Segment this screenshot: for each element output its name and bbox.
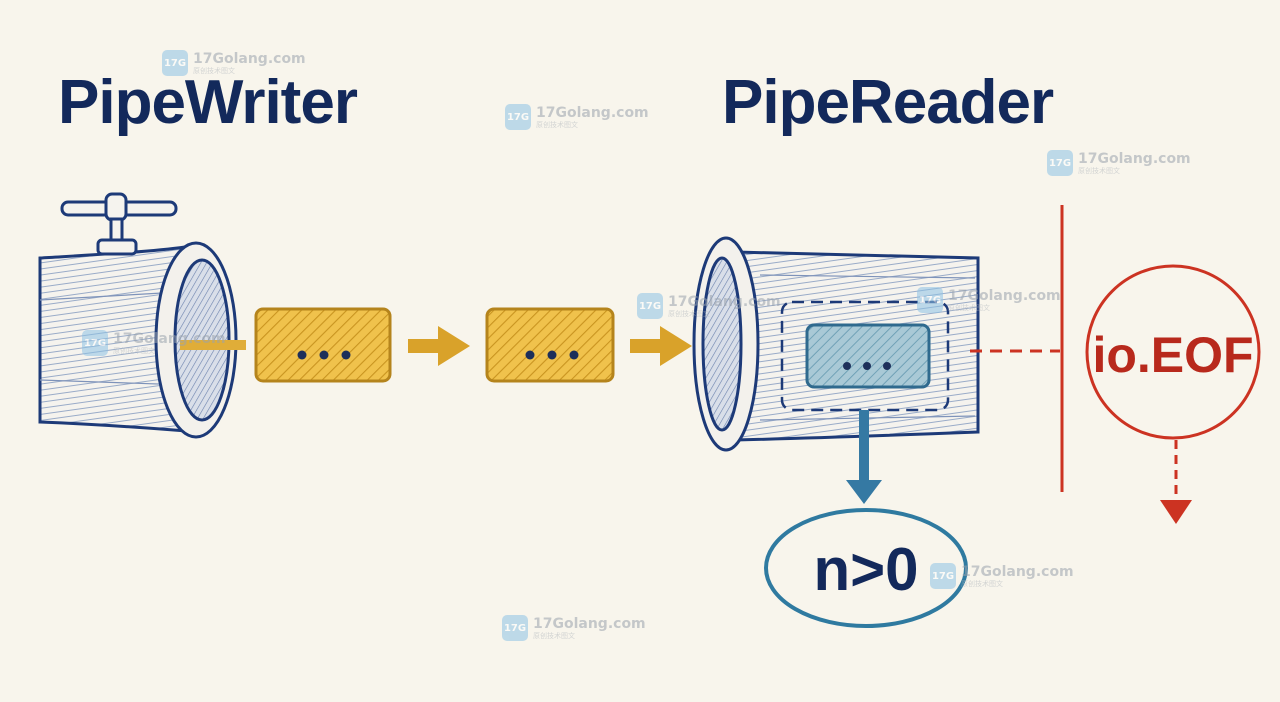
watermark-tagline: 原创技术图文 — [533, 631, 575, 640]
watermark-logo-icon: 17G — [1047, 150, 1073, 176]
watermark: 17G 17Golang.com 原创技术图文 — [82, 330, 226, 356]
watermark: 17G 17Golang.com 原创技术图文 — [502, 615, 646, 641]
watermark-site: 17Golang.com — [193, 50, 306, 67]
watermark-tagline: 原创技术图文 — [193, 66, 235, 75]
watermark-site: 17Golang.com — [948, 287, 1061, 304]
watermark-site: 17Golang.com — [961, 563, 1074, 580]
watermark: 17G 17Golang.com 原创技术图文 — [505, 104, 649, 130]
data-chunk-1 — [254, 307, 392, 383]
arrow-right-icon — [630, 326, 692, 366]
watermark-logo-icon: 17G — [917, 287, 943, 313]
watermark-tagline: 原创技术图文 — [1078, 166, 1120, 175]
watermark-logo-icon: 17G — [505, 104, 531, 130]
watermark: 17G 17Golang.com 原创技术图文 — [637, 293, 781, 319]
watermark-logo-icon: 17G — [930, 563, 956, 589]
arrow-down-icon — [846, 410, 882, 504]
pipewriter-title: PipeWriter — [58, 68, 358, 137]
pipereader-title: PipeReader — [722, 68, 1054, 137]
arrow-down-icon — [1160, 440, 1192, 524]
watermark-tagline: 原创技术图文 — [668, 309, 710, 318]
watermark-site: 17Golang.com — [536, 104, 649, 121]
watermark-logo-icon: 17G — [162, 50, 188, 76]
watermark-site: 17Golang.com — [533, 615, 646, 632]
watermark-site: 17Golang.com — [668, 293, 781, 310]
watermark-logo-icon: 17G — [502, 615, 528, 641]
watermark-tagline: 原创技术图文 — [536, 120, 578, 129]
watermark-site: 17Golang.com — [1078, 150, 1191, 167]
eof-label: io.EOF — [1092, 327, 1253, 383]
watermark: 17G 17Golang.com 原创技术图文 — [917, 287, 1061, 313]
watermark-logo-icon: 17G — [82, 330, 108, 356]
read-chunk — [805, 323, 931, 389]
data-chunk-2 — [485, 307, 615, 383]
watermark-site: 17Golang.com — [113, 330, 226, 347]
result-ellipse — [764, 508, 968, 628]
watermark-tagline: 原创技术图文 — [948, 303, 990, 312]
result-label: n>0 — [813, 536, 918, 603]
eof-circle — [1085, 264, 1261, 440]
watermark: 17G 17Golang.com 原创技术图文 — [1047, 150, 1191, 176]
faucet-icon — [60, 192, 178, 256]
arrow-right-icon — [408, 326, 470, 366]
watermark-tagline: 原创技术图文 — [113, 346, 155, 355]
watermark: 17G 17Golang.com 原创技术图文 — [930, 563, 1074, 589]
watermark-logo-icon: 17G — [637, 293, 663, 319]
watermark: 17G 17Golang.com 原创技术图文 — [162, 50, 306, 76]
watermark-tagline: 原创技术图文 — [961, 579, 1003, 588]
